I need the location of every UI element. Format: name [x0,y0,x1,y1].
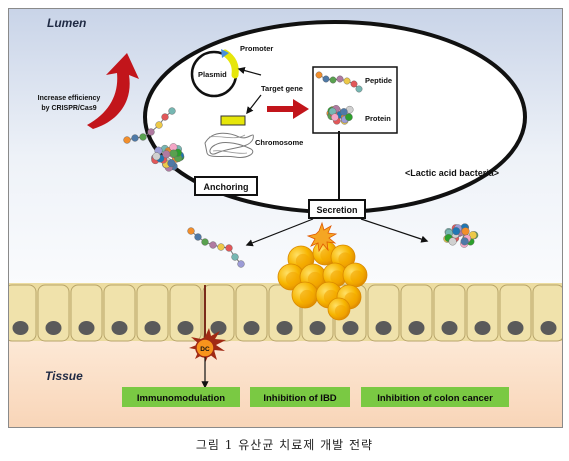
crispr-label-line2: by CRISPR/Cas9 [41,105,96,112]
cell-nucleus [507,321,524,335]
anchoring-box [194,176,258,196]
outcome-immunomodulation-label: Immunomodulation [137,393,225,404]
cell-nucleus [474,321,491,335]
cell-nucleus [12,321,29,335]
cell-nucleus [144,321,161,335]
protein-label: Protein [365,114,391,123]
dc-label: DC [200,346,210,353]
epithelial-cell-layer [9,283,562,342]
expression-arrow [267,99,309,119]
burst-icon [306,221,338,253]
cell-nucleus [441,321,458,335]
outcome-colon-cancer-label: Inhibition of colon cancer [377,393,493,404]
outcome-immunomodulation [122,387,240,407]
lab-label: <Lactic acid bacteria> [405,168,499,178]
protein-cluster [326,104,354,125]
cell-nucleus [78,321,95,335]
cell-nucleus [375,321,392,335]
promoter-label: Promoter [240,44,273,53]
tissue-background [9,339,562,427]
tissue-label: Tissue [45,369,83,383]
outcome-colon-cancer [361,387,509,407]
cell-nucleus [309,321,326,335]
cell-nucleus [210,321,227,335]
cell-nucleus [276,321,293,335]
tumor-cell-cluster [277,240,368,321]
cell-nucleus [342,321,359,335]
figure-caption: 그림 1 유산균 치료제 개발 전략 [195,438,374,452]
dendritic-cell-icon [189,328,226,363]
secretion-box [308,199,366,219]
target-gene-label: Target gene [261,84,303,93]
cell-nucleus [111,321,128,335]
plasmid-icon [190,49,239,98]
secretion-label: Secretion [316,205,357,215]
chromosome-label: Chromosome [255,138,303,147]
lumen-label: Lumen [47,16,86,30]
cell-nucleus [177,321,194,335]
cell-nucleus [540,321,557,335]
peptide-label: Peptide [365,76,392,85]
secreted-peptide [187,227,245,268]
outcome-ibd-label: Inhibition of IBD [263,393,336,404]
anchored-protein-cluster [123,107,185,172]
cell-nucleus [408,321,425,335]
crispr-label-line1: Increase efficiency [38,95,101,102]
plasmid-label: Plasmid [198,70,227,79]
secreted-protein-cluster [443,223,479,248]
anchoring-label: Anchoring [204,182,249,192]
chromosome-icon [204,115,254,158]
cell-nucleus [45,321,62,335]
lab-therapeutics-diagram: Lumen Tissue Increase efficiency by CRIS… [8,8,563,428]
outcome-ibd [250,387,350,407]
increase-efficiency-arrow [87,53,139,129]
peptide-chain [315,71,363,93]
cell-nucleus [243,321,260,335]
